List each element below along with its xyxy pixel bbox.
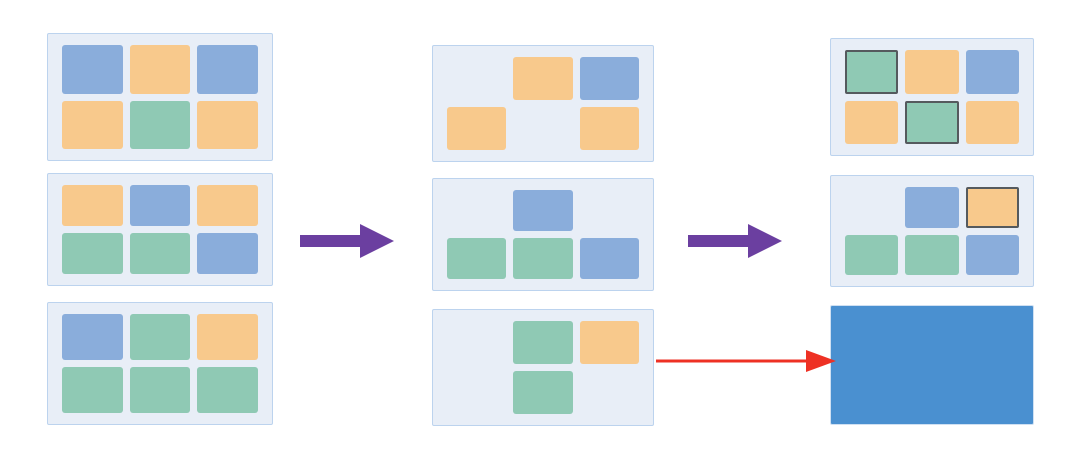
tile-3-2-0[interactable] <box>845 187 898 228</box>
panel-2-2[interactable] <box>432 178 654 291</box>
tile-2-1-4[interactable] <box>513 107 572 150</box>
tile-2-3-2[interactable] <box>579 321 639 364</box>
tile-3-1-3[interactable] <box>845 100 899 144</box>
panel-2-2-grid <box>438 184 648 285</box>
tile-2-2-5[interactable] <box>579 238 639 279</box>
arrow-stage1-to-stage2 <box>300 224 394 258</box>
tile-3-2-3[interactable] <box>845 234 899 275</box>
tile-1-3-2[interactable] <box>197 314 258 360</box>
panel-3-3-solid[interactable] <box>830 305 1034 425</box>
tile-2-3-4[interactable] <box>513 371 573 414</box>
panel-2-1[interactable] <box>432 45 654 162</box>
panel-3-2[interactable] <box>830 175 1034 287</box>
tile-3-1-2[interactable] <box>965 50 1019 94</box>
panel-3-1[interactable] <box>830 38 1034 156</box>
tile-1-3-4[interactable] <box>129 367 191 413</box>
panel-1-1[interactable] <box>47 33 273 161</box>
panel-3-1-grid <box>836 44 1028 150</box>
tile-1-3-1[interactable] <box>129 314 191 360</box>
tile-1-1-5[interactable] <box>197 100 258 149</box>
tile-3-2-4[interactable] <box>905 234 959 275</box>
tile-3-1-1[interactable] <box>905 50 959 94</box>
tile-2-2-1[interactable] <box>513 190 573 231</box>
tile-3-2-2[interactable] <box>965 187 1019 228</box>
tile-2-3-3[interactable] <box>447 371 506 414</box>
tile-3-2-5[interactable] <box>965 234 1019 275</box>
panel-1-2-grid <box>53 179 267 280</box>
arrow-stage2-to-solid <box>656 350 836 372</box>
panel-2-3[interactable] <box>432 309 654 426</box>
panel-2-1-grid <box>438 51 648 156</box>
tile-2-1-5[interactable] <box>579 107 639 150</box>
tile-3-2-1[interactable] <box>905 187 959 228</box>
tile-1-2-2[interactable] <box>197 185 258 226</box>
tile-1-2-4[interactable] <box>129 233 191 274</box>
panel-3-2-grid <box>836 181 1028 281</box>
arrow-stage2-to-stage3 <box>688 224 782 258</box>
tile-1-2-3[interactable] <box>62 233 123 274</box>
tile-1-1-3[interactable] <box>62 100 123 149</box>
tile-1-3-3[interactable] <box>62 367 123 413</box>
tile-1-1-2[interactable] <box>197 45 258 94</box>
tile-1-1-1[interactable] <box>129 45 191 94</box>
tile-2-2-3[interactable] <box>447 238 507 279</box>
tile-1-2-1[interactable] <box>129 185 191 226</box>
tile-1-3-5[interactable] <box>197 367 258 413</box>
tile-3-1-4[interactable] <box>905 100 959 144</box>
tile-2-1-3[interactable] <box>447 107 507 150</box>
tile-1-2-5[interactable] <box>197 233 258 274</box>
tile-2-1-2[interactable] <box>579 57 639 100</box>
tile-1-3-0[interactable] <box>62 314 123 360</box>
panel-1-3[interactable] <box>47 302 273 425</box>
tile-2-1-0[interactable] <box>447 57 506 100</box>
tile-3-1-5[interactable] <box>965 100 1019 144</box>
tile-3-1-0[interactable] <box>845 50 899 94</box>
tile-2-2-0[interactable] <box>447 190 506 231</box>
panel-1-3-grid <box>53 308 267 419</box>
tile-1-1-4[interactable] <box>129 100 191 149</box>
tile-1-2-0[interactable] <box>62 185 123 226</box>
tile-2-2-2[interactable] <box>580 190 639 231</box>
tile-2-1-1[interactable] <box>513 57 573 100</box>
tile-2-2-4[interactable] <box>513 238 573 279</box>
tile-2-3-5[interactable] <box>580 371 639 414</box>
panel-1-1-grid <box>53 39 267 155</box>
tile-2-3-0[interactable] <box>447 321 506 364</box>
tile-1-1-0[interactable] <box>62 45 123 94</box>
tile-2-3-1[interactable] <box>513 321 573 364</box>
panel-2-3-grid <box>438 315 648 420</box>
panel-1-2[interactable] <box>47 173 273 286</box>
